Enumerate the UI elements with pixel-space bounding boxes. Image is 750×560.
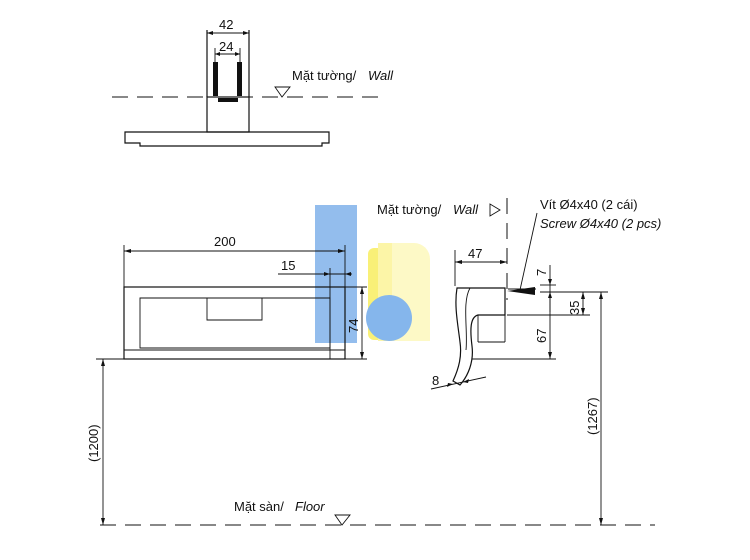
front-view: 200 15 74 (1200): [86, 234, 367, 525]
screw-left: [213, 62, 218, 96]
floor: Mặt sàn/ Floor: [100, 499, 655, 526]
wall-label-mid-en: Wall: [453, 202, 479, 217]
screw-plate: [218, 98, 238, 102]
bracket-profile: [452, 287, 506, 386]
dim-1200: (1200): [86, 424, 101, 462]
dim-200: 200: [214, 234, 236, 249]
dim-7: 7: [534, 269, 549, 276]
screw-right: [237, 62, 242, 96]
wall-label-top: Mặt tường/: [292, 68, 357, 83]
dim-42: 42: [219, 17, 233, 32]
base-plate: [124, 131, 330, 147]
dim-35: 35: [567, 301, 582, 315]
screw-label-en: Screw Ø4x40 (2 pcs): [540, 216, 661, 231]
dim-24: 24: [219, 39, 233, 54]
floor-label-en: Floor: [295, 499, 325, 514]
dim-1267: (1267): [585, 397, 600, 435]
dim-15: 15: [281, 258, 295, 273]
top-view: 42 24 Mặt tường/ Wall: [112, 17, 394, 147]
screw-label-vi: Vít Ø4x40 (2 cái): [540, 197, 638, 212]
shelf-notch: [206, 298, 263, 321]
wall-label-mid: Mặt tường/: [377, 202, 442, 217]
wall-label-top-en: Wall: [368, 68, 394, 83]
wall-symbol-top: [274, 86, 291, 98]
floor-symbol: [334, 514, 351, 526]
dim-67: 67: [534, 329, 549, 343]
dim-47: 47: [468, 246, 482, 261]
floor-label: Mặt sàn/: [234, 499, 284, 514]
dim-8: 8: [432, 373, 439, 388]
shelf-recess: [139, 297, 331, 349]
wall-symbol-side: [489, 203, 501, 217]
side-view: Mặt tường/ Wall Vít Ø4x40 (2 cái) Screw …: [377, 197, 661, 525]
shelf-body: [123, 286, 346, 360]
side-screw: [507, 287, 535, 295]
dim-74: 74: [346, 319, 361, 333]
watermark-logo: [315, 205, 430, 343]
mount-post: [206, 96, 250, 133]
